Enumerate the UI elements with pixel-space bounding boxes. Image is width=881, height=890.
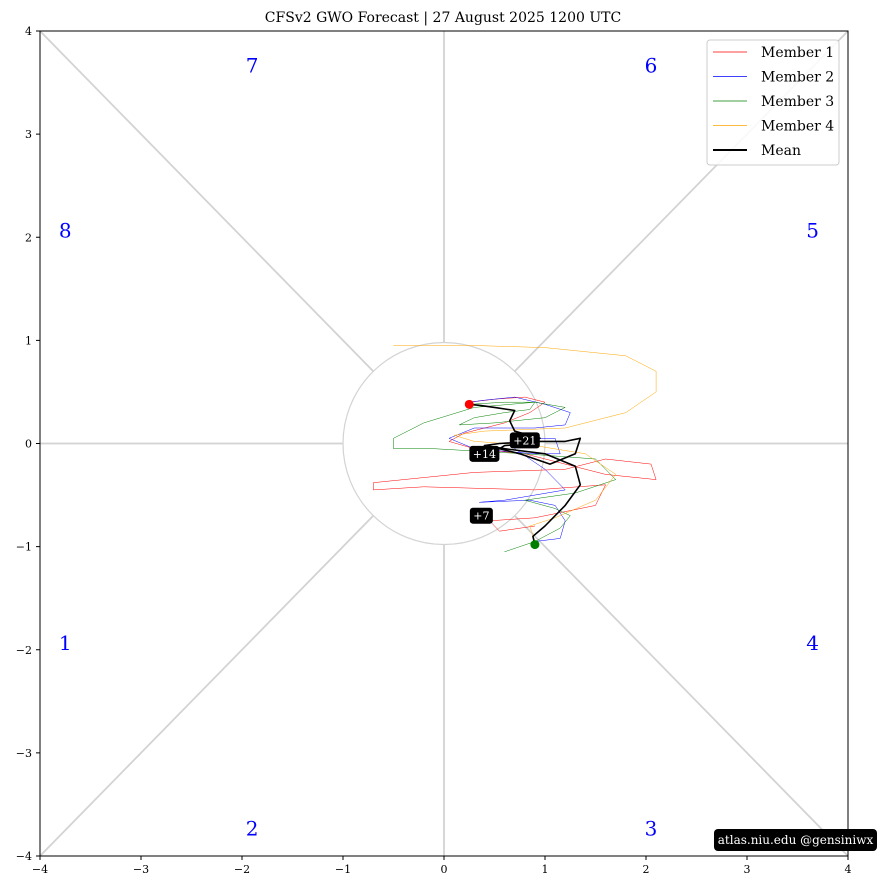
phase-label: 3 <box>645 817 658 841</box>
phase-label: 7 <box>246 54 259 78</box>
series-line-member-2 <box>448 396 571 542</box>
lead-time-label: +7 <box>473 510 489 523</box>
y-tick-label: 3 <box>25 128 32 141</box>
x-tick-label: 2 <box>643 863 650 876</box>
lead-time-box <box>469 507 493 524</box>
phase-label: 8 <box>59 219 72 243</box>
x-tick-label: −1 <box>335 863 351 876</box>
x-tick-label: 0 <box>441 863 448 876</box>
y-tick-label: −4 <box>16 850 32 863</box>
x-tick-label: 1 <box>542 863 549 876</box>
series-line-mean <box>468 403 582 546</box>
lead-time-box <box>469 445 500 462</box>
y-tick-label: 1 <box>25 334 32 347</box>
legend-label: Member 4 <box>761 119 834 135</box>
legend-label: Mean <box>761 143 801 159</box>
credit-box <box>714 829 877 851</box>
phase-label: 1 <box>59 631 72 655</box>
legend-label: Member 1 <box>761 45 834 61</box>
lead-time-label: +21 <box>513 434 536 447</box>
y-tick-label: 4 <box>25 25 32 38</box>
chart-title: CFSv2 GWO Forecast | 27 August 2025 1200… <box>265 10 621 26</box>
y-tick-label: −2 <box>16 644 32 657</box>
x-tick-label: 4 <box>845 863 852 876</box>
y-tick-label: 0 <box>25 438 32 451</box>
x-tick-label: −2 <box>234 863 250 876</box>
start-point-marker <box>530 540 540 550</box>
lead-time-box <box>509 432 540 449</box>
unit-circle <box>342 341 546 546</box>
x-tick-label: 3 <box>744 863 751 876</box>
plot-area: 1 2 3 4 5 6 7 8 +7 +14 +21 −4 −3 −2 −1 0 1 2 3 4 4 3 2 1 0 −1 −2 −3… <box>16 25 877 876</box>
y-tick-label: −3 <box>16 747 32 760</box>
legend-box <box>706 39 840 166</box>
legend-label: Member 2 <box>761 70 834 86</box>
phase-label: 2 <box>246 817 259 841</box>
end-point-marker <box>464 399 474 409</box>
legend-label: Member 3 <box>761 94 834 110</box>
series-line-member-3 <box>393 401 616 553</box>
credit-label: atlas.niu.edu @gensiniwx <box>718 833 874 847</box>
phase-label: 5 <box>806 219 819 243</box>
lead-time-label: +14 <box>473 448 496 461</box>
phase-label: 6 <box>645 54 658 78</box>
y-tick-label: 2 <box>25 231 32 244</box>
x-tick-label: −4 <box>32 863 48 876</box>
phase-label: 4 <box>806 631 819 655</box>
y-tick-label: −1 <box>16 541 32 554</box>
x-tick-label: −3 <box>133 863 149 876</box>
series-line-member-1 <box>373 396 657 532</box>
series-line-member-4 <box>393 345 657 542</box>
